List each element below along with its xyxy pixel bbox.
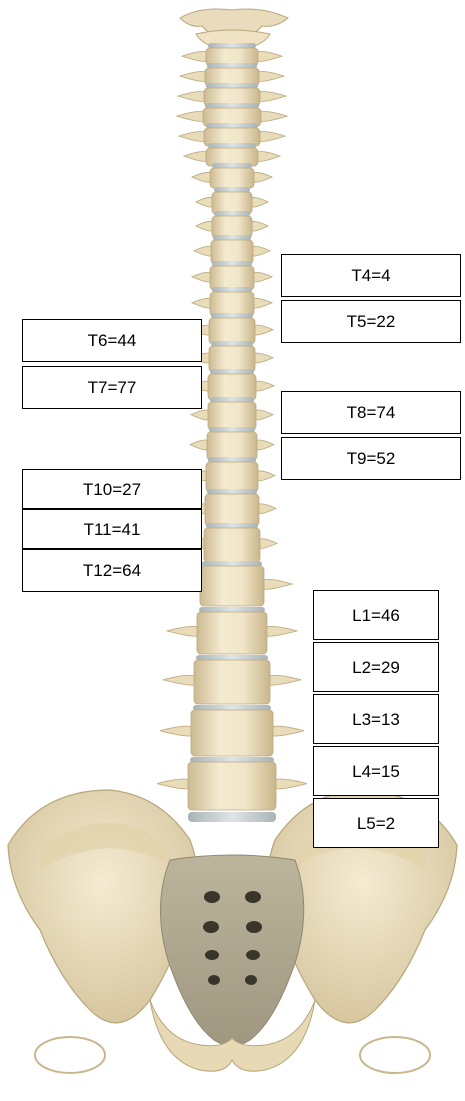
vertebral-body bbox=[211, 240, 253, 264]
vertebral-body bbox=[208, 374, 256, 400]
vertebral-body bbox=[208, 402, 256, 430]
vertebral-body bbox=[212, 216, 252, 238]
vertebral-body bbox=[204, 528, 260, 562]
vertebra-label-l1: L1=46 bbox=[313, 590, 439, 640]
vertebra-label-t9: T9=52 bbox=[281, 437, 461, 480]
vertebral-body bbox=[205, 494, 259, 526]
intervertebral-disc bbox=[188, 812, 276, 822]
vertebral-body bbox=[212, 192, 252, 214]
vertebra-label-t12: T12=64 bbox=[22, 549, 202, 592]
vertebral-body bbox=[209, 346, 255, 372]
vertebral-body bbox=[194, 660, 270, 704]
vertebra-label-t5: T5=22 bbox=[281, 300, 461, 343]
vertebral-body bbox=[191, 710, 273, 756]
vertebra-label-l3: L3=13 bbox=[313, 694, 439, 744]
vertebral-body bbox=[210, 266, 254, 290]
vertebral-body bbox=[209, 318, 255, 344]
vertebra-label-t4: T4=4 bbox=[281, 254, 461, 297]
vertebral-body bbox=[210, 292, 254, 316]
vertebral-body bbox=[188, 762, 276, 810]
vertebra-label-t6: T6=44 bbox=[22, 319, 202, 362]
vertebral-body bbox=[207, 432, 257, 460]
vertebral-body bbox=[197, 612, 267, 654]
vertebra-label-t7: T7=77 bbox=[22, 366, 202, 409]
vertebra-label-l5: L5=2 bbox=[313, 798, 439, 848]
vertebral-body bbox=[210, 168, 254, 188]
vertebral-body bbox=[206, 462, 258, 492]
vertebra-label-t8: T8=74 bbox=[281, 391, 461, 434]
vertebra-label-l4: L4=15 bbox=[313, 746, 439, 796]
vertebra-label-l2: L2=29 bbox=[313, 642, 439, 692]
vertebra-label-t11: T11=41 bbox=[22, 509, 202, 549]
vertebral-body bbox=[200, 566, 264, 606]
vertebra-label-t10: T10=27 bbox=[22, 469, 202, 509]
